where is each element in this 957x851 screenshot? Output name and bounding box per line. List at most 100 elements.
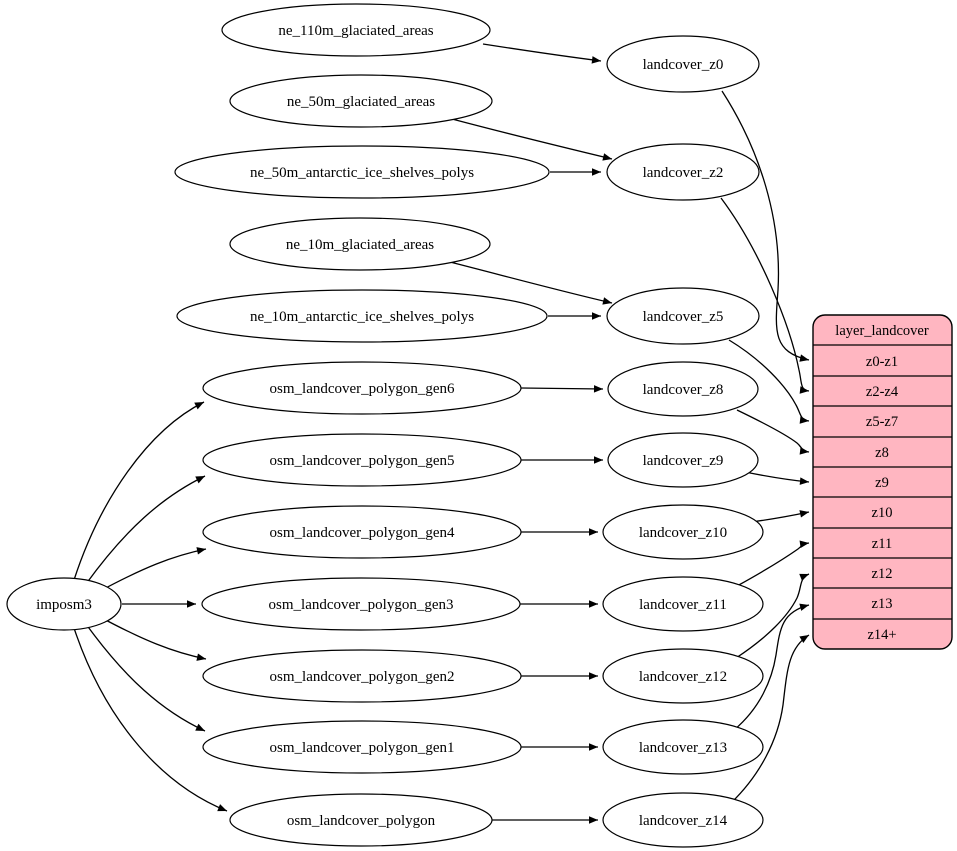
table-row-z2-z4: z2-z4	[866, 384, 899, 400]
edge-imposm3-to-osm_landcover_polygon_gen6	[73, 401, 205, 581]
edge-imposm3-to-osm_landcover_polygon	[73, 627, 228, 812]
node-ellipse	[606, 35, 760, 93]
node-label: landcover_z12	[639, 669, 727, 685]
edge-landcover_z9-to-row-z9	[744, 471, 810, 485]
node-label: osm_landcover_polygon_gen5	[270, 453, 455, 469]
node-ellipse	[201, 577, 521, 631]
edge-landcover_z12-to-row-z12	[735, 573, 810, 659]
table-row-z11: z11	[872, 536, 892, 552]
table-row-z9: z9	[875, 475, 889, 491]
edge-landcover_z8-to-row-z8	[736, 409, 810, 455]
node-ellipse	[229, 793, 493, 847]
node-landcover_z5: landcover_z5	[606, 287, 760, 345]
node-ellipse	[202, 433, 522, 487]
node-osm_landcover_polygon_gen2: osm_landcover_polygon_gen2	[202, 649, 522, 703]
table-background	[812, 314, 953, 650]
edge-imposm3-to-osm_landcover_polygon_gen1	[85, 623, 206, 732]
node-label: ne_50m_antarctic_ice_shelves_polys	[250, 165, 474, 181]
node-ellipse	[174, 145, 550, 199]
node-label: osm_landcover_polygon	[287, 813, 436, 829]
node-label: landcover_z2	[643, 165, 724, 181]
edge-landcover_z11-to-row-z11	[736, 540, 810, 587]
edge-ne_50m_glaciated_areas-to-landcover_z2	[451, 118, 613, 161]
node-imposm3: imposm3	[6, 577, 122, 631]
edge-ne_110m_glaciated_areas-to-landcover_z0	[482, 43, 602, 64]
node-label: ne_10m_antarctic_ice_shelves_polys	[250, 309, 474, 325]
node-label: landcover_z0	[643, 57, 724, 73]
node-label: osm_landcover_polygon_gen3	[269, 597, 454, 613]
node-ellipse	[606, 287, 760, 345]
node-label: landcover_z8	[643, 382, 724, 398]
node-ellipse	[229, 74, 493, 128]
edge-ne_10m_glaciated_areas-to-landcover_z5	[449, 261, 613, 305]
layer-landcover-table: layer_landcover z0-z1 z2-z4 z5-z7 z8 z9 …	[812, 314, 953, 650]
node-ellipse	[602, 648, 764, 704]
node-label: landcover_z10	[639, 525, 727, 541]
node-ellipse	[602, 504, 764, 560]
node-label: landcover_z5	[643, 309, 724, 325]
edges-group	[73, 43, 810, 824]
node-landcover_z14: landcover_z14	[602, 792, 764, 848]
node-label: landcover_z13	[639, 740, 727, 756]
node-ellipse	[202, 649, 522, 703]
node-osm_landcover_polygon_gen3: osm_landcover_polygon_gen3	[201, 577, 521, 631]
table-title: layer_landcover	[835, 323, 929, 339]
edge-landcover_z5-to-row-z5-z7	[728, 339, 810, 424]
table-row-z5-z7: z5-z7	[866, 414, 898, 430]
node-label: landcover_z9	[643, 453, 724, 469]
node-ellipse	[6, 577, 122, 631]
table-row-z10: z10	[872, 505, 893, 521]
node-osm_landcover_polygon_gen1: osm_landcover_polygon_gen1	[202, 720, 522, 774]
edge-landcover_z10-to-row-z10	[750, 510, 810, 523]
node-ellipse	[229, 217, 491, 271]
node-osm_landcover_polygon_gen5: osm_landcover_polygon_gen5	[202, 433, 522, 487]
node-landcover_z8: landcover_z8	[607, 361, 759, 417]
node-label: landcover_z14	[639, 813, 728, 829]
edge-landcover_z0-to-row-z0-z1	[721, 90, 810, 362]
node-ne_50m_glaciated_areas: ne_50m_glaciated_areas	[229, 74, 493, 128]
node-label: ne_110m_glaciated_areas	[278, 23, 433, 39]
node-ellipse	[202, 720, 522, 774]
node-landcover_z13: landcover_z13	[602, 719, 764, 775]
node-label: osm_landcover_polygon_gen4	[270, 525, 455, 541]
node-ellipse	[602, 719, 764, 775]
node-osm_landcover_polygon: osm_landcover_polygon	[229, 793, 493, 847]
node-ellipse	[176, 289, 548, 343]
node-ne_50m_antarctic_ice_shelves_polys: ne_50m_antarctic_ice_shelves_polys	[174, 145, 550, 199]
node-osm_landcover_polygon_gen6: osm_landcover_polygon_gen6	[202, 361, 522, 415]
node-landcover_z0: landcover_z0	[606, 35, 760, 93]
table-row-z8: z8	[875, 445, 889, 461]
node-ellipse	[602, 792, 764, 848]
node-ne_10m_antarctic_ice_shelves_polys: ne_10m_antarctic_ice_shelves_polys	[176, 289, 548, 343]
node-label: ne_10m_glaciated_areas	[286, 237, 434, 253]
node-label: landcover_z11	[639, 597, 727, 613]
edge-imposm3-to-osm_landcover_polygon_gen2	[99, 616, 207, 661]
table-row-z0-z1: z0-z1	[866, 354, 898, 370]
node-ellipse	[607, 361, 759, 417]
node-label: osm_landcover_polygon_gen2	[270, 669, 455, 685]
edge-osm_landcover_polygon_gen6-to-landcover_z8	[520, 385, 604, 393]
node-landcover_z10: landcover_z10	[602, 504, 764, 560]
node-ellipse	[602, 576, 764, 632]
node-ne_10m_glaciated_areas: ne_10m_glaciated_areas	[229, 217, 491, 271]
node-label: osm_landcover_polygon_gen6	[270, 381, 455, 397]
node-osm_landcover_polygon_gen4: osm_landcover_polygon_gen4	[202, 505, 522, 559]
edge-landcover_z2-to-row-z2-z4	[720, 197, 810, 394]
node-label: ne_50m_glaciated_areas	[287, 94, 435, 110]
node-landcover_z9: landcover_z9	[607, 432, 759, 488]
table-row-z14plus: z14+	[867, 627, 896, 643]
node-landcover_z12: landcover_z12	[602, 648, 764, 704]
node-landcover_z2: landcover_z2	[606, 143, 760, 201]
table-row-z12: z12	[872, 566, 893, 582]
node-landcover_z11: landcover_z11	[602, 576, 764, 632]
edge-landcover_z14-to-row-z14plus	[730, 634, 810, 804]
edge-landcover_z13-to-row-z13	[733, 603, 810, 731]
node-ellipse	[606, 143, 760, 201]
node-ellipse	[202, 361, 522, 415]
node-label: osm_landcover_polygon_gen1	[270, 740, 455, 756]
node-ellipse	[221, 3, 491, 57]
node-ellipse	[202, 505, 522, 559]
edge-imposm3-to-osm_landcover_polygon_gen4	[99, 547, 207, 592]
